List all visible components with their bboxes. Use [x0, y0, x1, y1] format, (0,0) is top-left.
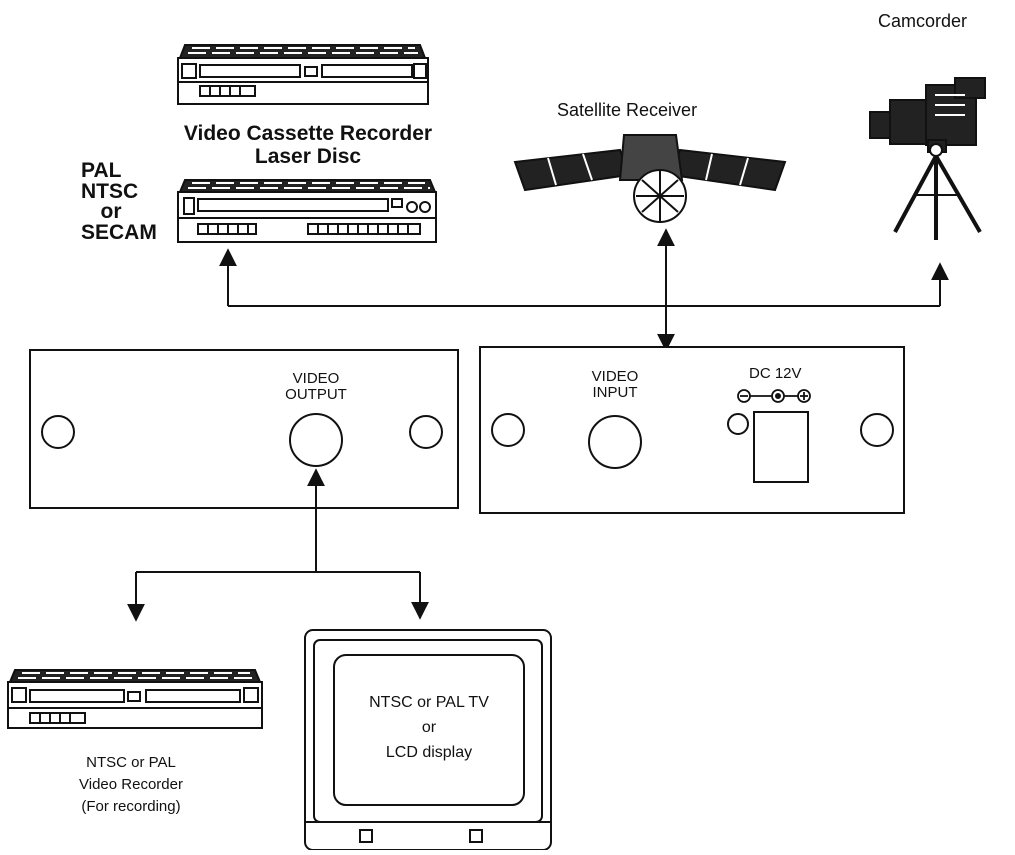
camcorder-label: Camcorder: [878, 11, 968, 31]
formats-line1: PAL: [81, 159, 122, 182]
video-output-label-line1: VIDEO: [292, 370, 340, 387]
recorder-label-line1: NTSC or PAL: [86, 754, 176, 771]
tv-label-line3: LCD display: [385, 744, 473, 761]
tv-label-line2: or: [421, 719, 437, 736]
satellite-icon: [513, 134, 787, 223]
input-panel: [479, 346, 905, 514]
recorder-label-line3: (For recording): [81, 798, 181, 815]
satellite-receiver-label: Satellite Receiver: [557, 100, 698, 120]
video-input-jack[interactable]: [588, 415, 642, 469]
top-vcr-icon: [177, 44, 429, 105]
dc-polarity-symbol: [737, 389, 811, 403]
video-input-label-line2: INPUT: [592, 384, 638, 401]
formats-line4: SECAM: [81, 221, 157, 244]
tv-monitor-icon: [304, 629, 552, 851]
formats-line2: NTSC: [81, 180, 139, 203]
tv-label-line1: NTSC or PAL TV: [369, 694, 489, 711]
vcr-title-line1: Video Cassette Recorder: [183, 122, 433, 145]
video-output-jack[interactable]: [289, 413, 343, 467]
dc-12v-label: DC 12V: [749, 365, 802, 382]
bottom-connection-lines: [127, 468, 429, 622]
dc-power-socket[interactable]: [753, 411, 809, 483]
laser-disc-vcr-icon: [177, 179, 437, 243]
top-connection-lines: [219, 228, 949, 352]
output-panel: [29, 349, 459, 509]
camcorder-icon: [869, 77, 986, 240]
dc-minus-symbol: ⊖: [738, 388, 739, 389]
video-output-label-line2: OUTPUT: [285, 386, 347, 403]
bottom-video-recorder-icon: [7, 669, 263, 729]
video-input-label-line1: VIDEO: [591, 368, 639, 385]
recorder-label-line2: Video Recorder: [79, 776, 183, 793]
formats-line3: or: [100, 200, 122, 223]
vcr-title-line2: Laser Disc: [254, 145, 362, 168]
dc-plus-symbol: ⊕: [798, 388, 799, 389]
